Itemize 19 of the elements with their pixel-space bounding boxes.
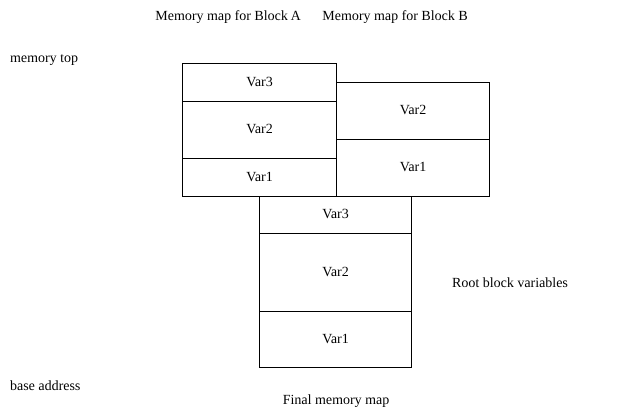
cell-label: Var3	[322, 208, 349, 222]
text-label: Root block variables	[452, 275, 568, 293]
text-label: base address	[10, 378, 80, 396]
cell-label: Var1	[322, 332, 349, 346]
memory-cell	[259, 196, 412, 234]
memory-cell	[259, 233, 412, 312]
cell-label: Var1	[246, 170, 273, 184]
cell-label: Var1	[400, 161, 426, 175]
cell-label: Var2	[246, 123, 273, 137]
text-label: Memory map for Block B	[322, 8, 468, 26]
memory-cell	[182, 63, 337, 102]
memory-cell	[336, 82, 490, 140]
cell-label: Var2	[400, 104, 426, 118]
cell-label: Var3	[246, 76, 273, 90]
memory-cell	[259, 311, 412, 368]
text-label: Memory map for Block A	[155, 8, 301, 26]
cell-label: Var2	[322, 266, 349, 280]
text-label: memory top	[10, 50, 78, 68]
text-label: Final memory map	[282, 392, 390, 410]
